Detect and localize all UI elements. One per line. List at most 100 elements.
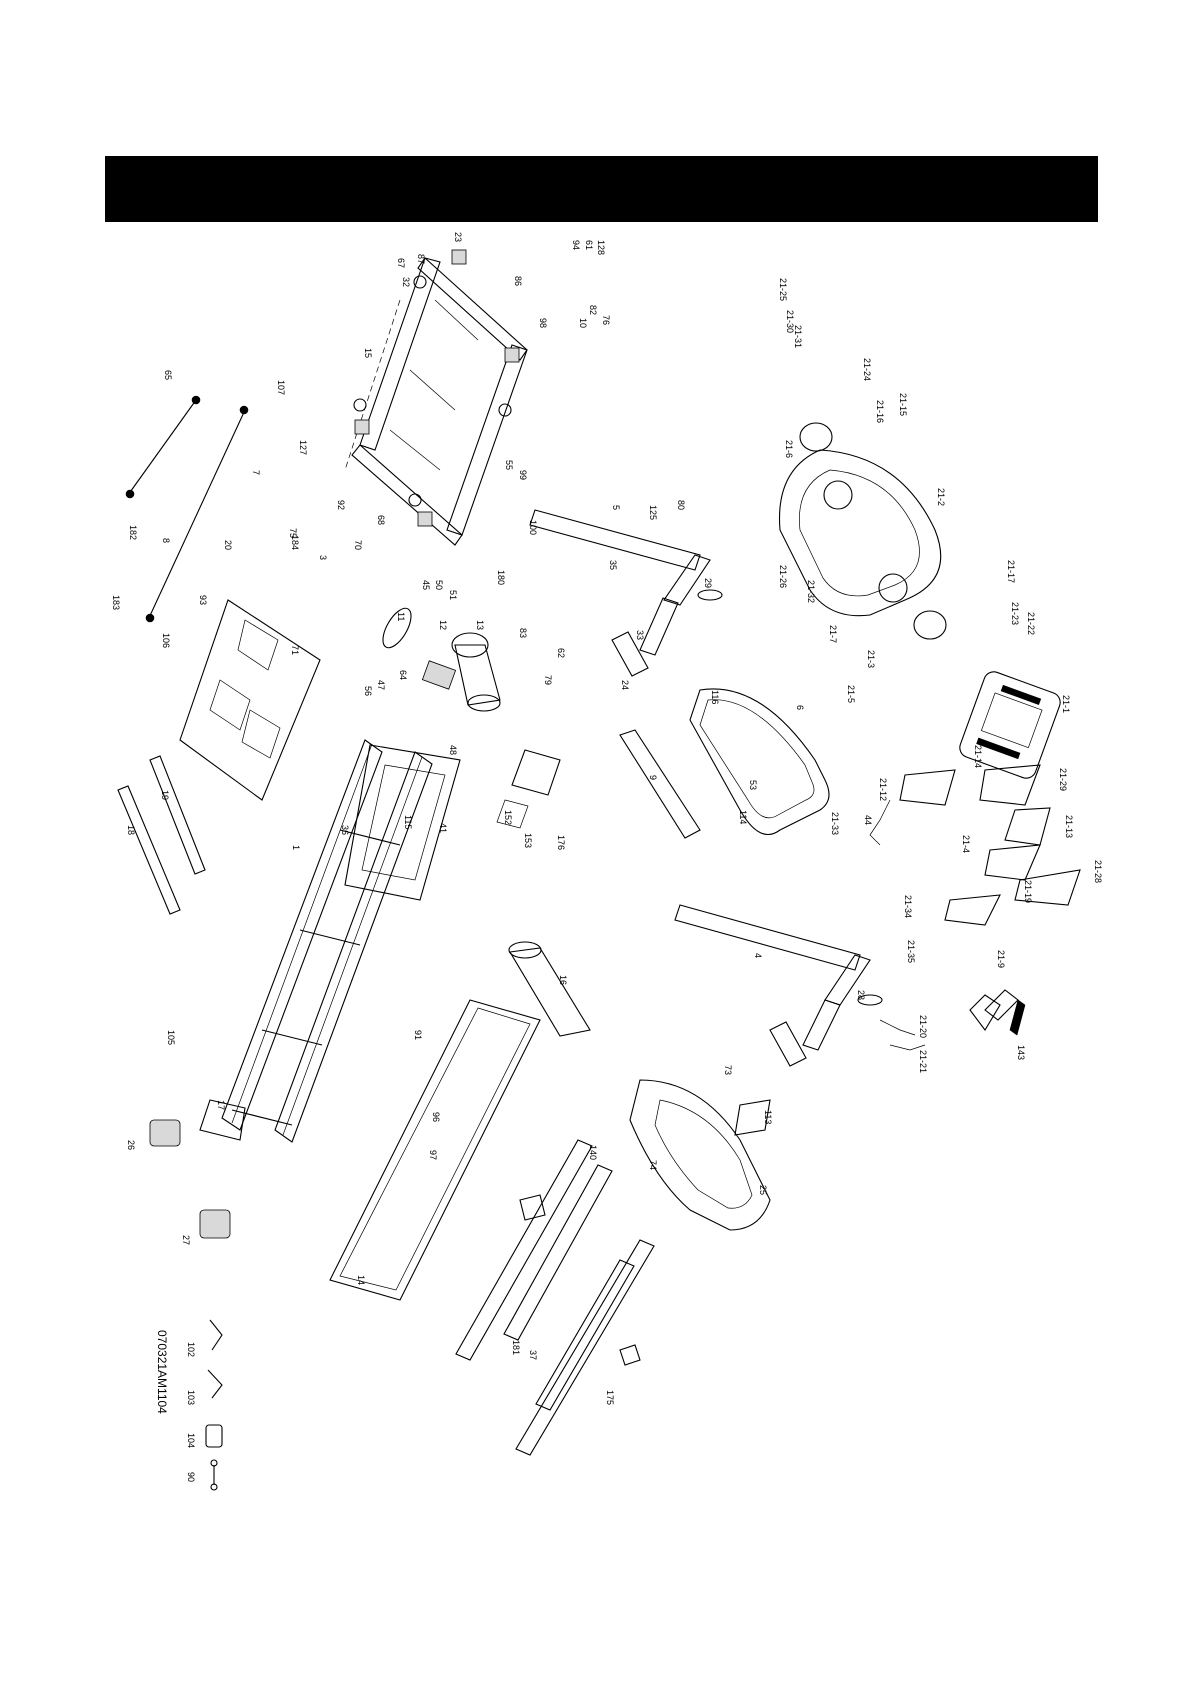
part-number-label: 21-35 (906, 940, 916, 963)
part-callouts: 23 67 32 87 65 68 15 94 128 61 10 86 76 … (111, 232, 1103, 1405)
part-number-label: 48 (448, 745, 458, 755)
tool-label-102: 102 (186, 1342, 196, 1357)
part-number-label: 153 (523, 833, 533, 848)
part-number-label: 51 (448, 590, 458, 600)
part-number-label: 55 (504, 460, 514, 470)
misc-parts (149, 799, 1026, 1366)
part-number-label: 64 (398, 670, 408, 680)
part-number-label: 116 (710, 690, 720, 704)
part-number-label: 53 (748, 780, 758, 790)
part-number-label: 21-33 (830, 812, 840, 835)
part-number-label: 21-4 (961, 835, 971, 853)
part-number-label: 26 (126, 1140, 136, 1150)
part-number-label: 87 (416, 254, 426, 264)
part-number-label: 76 (601, 315, 611, 325)
part-number-label: 114 (738, 810, 748, 824)
part-number-label: 21-3 (866, 650, 876, 668)
part-number-label: 67 (396, 258, 406, 268)
part-number-label: 98 (538, 318, 548, 328)
part-number-label: 21-12 (878, 778, 888, 801)
part-number-label: 21-25 (778, 278, 788, 301)
part-number-label: 7 (251, 470, 261, 475)
part-number-label: 44 (863, 815, 873, 825)
part-number-label: 184 (290, 535, 300, 550)
part-number-label: 143 (1016, 1045, 1026, 1060)
part-number-label: 94 (571, 240, 581, 250)
part-number-label: 176 (556, 835, 566, 850)
part-number-label: 18 (126, 825, 136, 835)
motor-hood-base (179, 599, 321, 801)
part-number-label: 21-14 (973, 745, 983, 768)
side-rails (455, 1139, 655, 1456)
part-number-label: 5 (611, 505, 621, 510)
part-number-label: 41 (438, 823, 448, 833)
part-number-label: 107 (276, 380, 286, 395)
rollers (125, 395, 249, 623)
part-number-label: 82 (588, 305, 598, 315)
part-number-label: 3 (318, 555, 328, 560)
part-number-label: 80 (676, 500, 686, 510)
part-number-label: 115 (403, 815, 413, 829)
part-number-label: 21-24 (862, 358, 872, 381)
part-number-label: 21-29 (1058, 768, 1068, 791)
open-wrench-icon (210, 1459, 218, 1491)
handle-grips (611, 631, 807, 1067)
tool-label-104: 104 (186, 1433, 196, 1448)
part-number-label: 21-28 (1093, 860, 1103, 883)
part-number-label: 125 (648, 505, 658, 520)
part-number-label: 21-31 (793, 325, 803, 348)
drawing-id: 070321AM1104 (155, 1330, 169, 1414)
part-number-label: 27 (181, 1235, 191, 1245)
part-number-label: 11 (396, 612, 406, 621)
part-number-label: 21-1 (1061, 695, 1071, 713)
part-number-label: 61 (584, 240, 594, 250)
part-number-label: 106 (161, 633, 171, 648)
part-number-label: 71 (290, 645, 300, 655)
part-number-label: 62 (556, 648, 566, 658)
part-number-label: 21-34 (903, 895, 913, 918)
part-number-label: 182 (128, 525, 138, 540)
part-number-label: 105 (166, 1030, 176, 1045)
part-number-label: 68 (376, 515, 386, 525)
part-number-label: 47 (376, 680, 386, 690)
upright-tubes (529, 509, 883, 1051)
part-number-label: 6 (795, 705, 805, 710)
part-number-label: 21-20 (918, 1015, 928, 1038)
part-number-label: 21-5 (846, 685, 856, 703)
part-number-label: 35 (608, 560, 618, 570)
part-number-label: 21-9 (996, 950, 1006, 968)
large-allen-wrench-icon (207, 1369, 223, 1399)
part-number-label: 9 (648, 775, 658, 780)
part-number-label: 21-19 (1023, 880, 1033, 903)
part-number-label: 140 (588, 1145, 598, 1160)
part-number-label: 15 (363, 348, 373, 358)
part-number-label: 181 (511, 1340, 521, 1355)
part-number-label: 24 (620, 680, 630, 690)
front-roller (508, 941, 591, 1037)
part-number-label: 1 (291, 845, 301, 850)
controller-board (496, 749, 561, 829)
part-number-label: 21-22 (1026, 612, 1036, 635)
part-number-label: 127 (298, 440, 308, 455)
part-number-label: 91 (413, 1030, 423, 1040)
part-number-label: 21-30 (785, 310, 795, 333)
part-number-label: 56 (363, 686, 373, 696)
part-number-label: 21-26 (778, 565, 788, 588)
part-number-label: 33 (635, 630, 645, 640)
part-number-label: 93 (198, 595, 208, 605)
upright-base-frame (344, 249, 528, 546)
part-number-label: 21-17 (1006, 560, 1016, 583)
part-number-label: 86 (513, 276, 523, 286)
part-number-label: 21-7 (828, 625, 838, 643)
tools: 102 103 104 90 (186, 1319, 223, 1491)
part-number-label: 50 (434, 580, 444, 590)
tool-label-90: 90 (186, 1472, 196, 1482)
part-number-label: 21-32 (806, 580, 816, 603)
part-number-label: 29 (703, 578, 713, 588)
part-number-label: 28 (856, 990, 866, 1000)
part-number-label: 99 (518, 470, 528, 480)
part-number-label: 21-6 (784, 440, 794, 458)
part-number-label: 73 (723, 1065, 733, 1075)
part-number-label: 23 (453, 232, 463, 242)
tool-label-103: 103 (186, 1390, 196, 1405)
